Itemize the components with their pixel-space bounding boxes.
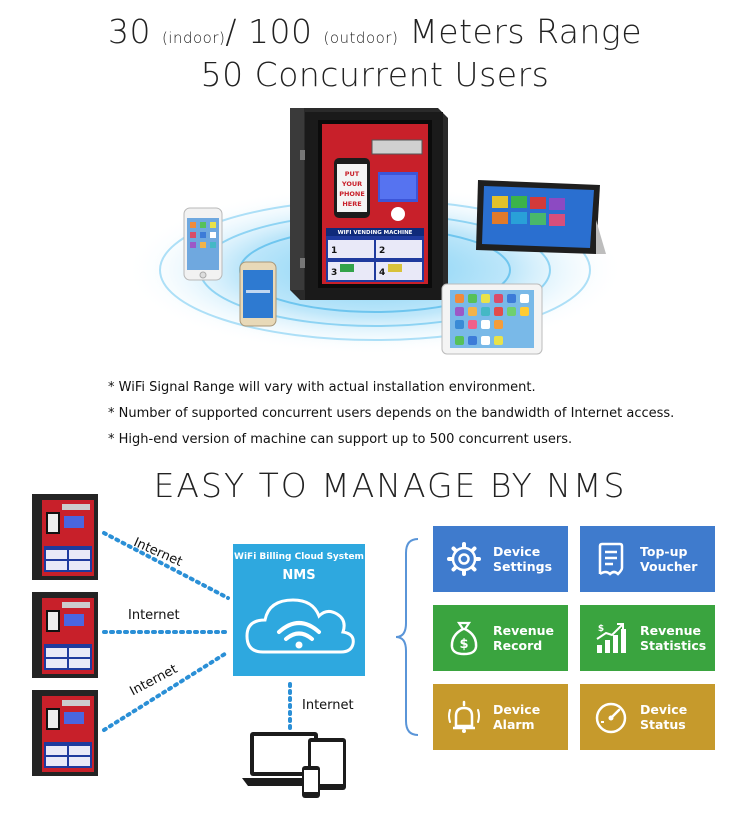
svg-text:$: $ <box>459 637 468 652</box>
note-high-end: * High-end version of machine can suppor… <box>108 432 573 447</box>
vending-machine-thumb-3 <box>32 690 98 776</box>
step-2: 2 <box>379 246 385 256</box>
gauge-icon <box>595 702 627 734</box>
range-indoor-unit: (indoor) <box>161 29 226 47</box>
nms-section-title: EASY TO MANAGE BY NMS <box>153 466 627 505</box>
tile-label-device-settings: Device Settings <box>493 544 553 574</box>
vending-machine-thumb-2 <box>32 592 98 678</box>
nms-cloud-box: WiFi Billing Cloud System NMS <box>233 544 365 676</box>
put-phone-line-4: HERE <box>342 200 361 208</box>
tile-label-device-alarm: Device Alarm <box>493 702 541 732</box>
cloud-wifi-icon <box>245 598 355 654</box>
range-indoor-value: 30 <box>107 12 151 51</box>
tile-device-status[interactable]: Device Status <box>580 684 715 750</box>
ipad-device <box>441 283 543 355</box>
put-phone-line-3: PHONE <box>339 190 365 198</box>
note-range: * WiFi Signal Range will vary with actua… <box>108 380 536 395</box>
android-phone-device <box>239 261 277 327</box>
step-4: 4 <box>379 268 385 278</box>
link-machine-3 <box>102 650 230 732</box>
put-phone-line-1: PUT <box>345 170 360 178</box>
disclaimer-notes: * WiFi Signal Range will vary with actua… <box>108 378 728 456</box>
voucher-icon <box>598 542 624 576</box>
tile-revenue-record[interactable]: $ Revenue Record <box>433 605 568 671</box>
internet-label-middle: Internet <box>128 608 180 623</box>
machine-label: WIFI VENDING MACHINE <box>338 230 413 236</box>
range-outdoor-value: 100 <box>248 12 313 51</box>
range-separator: / <box>225 12 237 51</box>
range-outdoor-unit: (outdoor) <box>323 29 399 47</box>
step-3: 3 <box>331 268 337 278</box>
range-headline: 30 (indoor)/ 100 (outdoor) Meters Range <box>0 12 750 51</box>
users-headline: 50 Concurrent Users <box>200 55 550 94</box>
internet-label-client: Internet <box>302 698 354 713</box>
nms-title: NMS <box>282 568 316 583</box>
tile-label-topup-voucher: Top-up Voucher <box>640 544 698 574</box>
step-1: 1 <box>331 246 337 256</box>
windows-tablet-device <box>476 180 606 254</box>
iphone-device <box>183 207 223 281</box>
gear-icon <box>447 542 481 576</box>
tile-device-settings[interactable]: Device Settings <box>433 526 568 592</box>
tile-label-revenue-statistics: Revenue Statistics <box>640 623 707 653</box>
money-bag-icon: $ <box>450 621 478 656</box>
tile-device-alarm[interactable]: Device Alarm <box>433 684 568 750</box>
client-devices-icon <box>242 732 346 798</box>
tile-label-revenue-record: Revenue Record <box>493 623 555 653</box>
put-phone-line-2: YOUR <box>341 180 362 188</box>
bar-chart-icon: $ <box>596 623 626 653</box>
brace-divider <box>395 538 419 736</box>
nms-network-diagram <box>32 494 346 798</box>
range-suffix: Meters Range <box>409 12 643 51</box>
alarm-bell-icon <box>448 700 480 733</box>
tile-label-device-status: Device Status <box>640 702 688 732</box>
tile-topup-voucher[interactable]: Top-up Voucher <box>580 526 715 592</box>
tile-revenue-statistics[interactable]: $ Revenue Statistics <box>580 605 715 671</box>
vending-machine-thumb-1 <box>32 494 98 580</box>
note-concurrent-users: * Number of supported concurrent users d… <box>108 406 675 421</box>
vending-machine <box>290 108 448 300</box>
nms-subtitle: WiFi Billing Cloud System <box>234 552 364 562</box>
vending-machine-illustration: PUT YOUR PHONE HERE WIFI VENDING MACHINE… <box>125 108 625 355</box>
svg-text:$: $ <box>598 624 604 634</box>
link-machine-1 <box>102 531 230 600</box>
